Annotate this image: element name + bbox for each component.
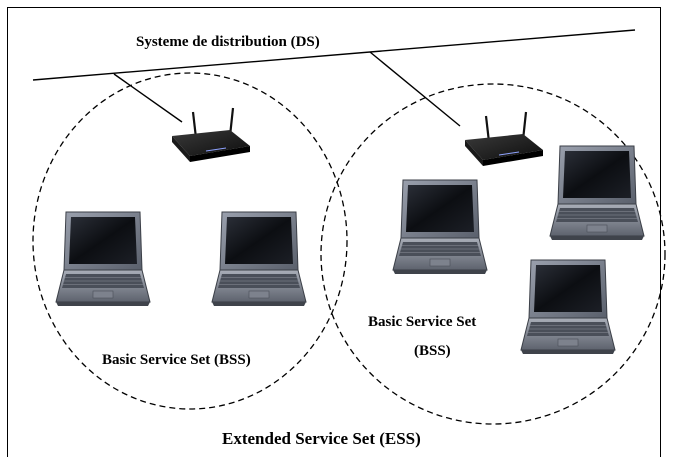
laptop-icon xyxy=(55,211,151,307)
laptop-icon xyxy=(549,145,645,241)
bss-right-label-line1: Basic Service Set xyxy=(368,314,477,330)
bss-right-boundary xyxy=(320,83,666,425)
ess-label: Extended Service Set (ESS) xyxy=(222,429,421,448)
access-point-left-icon xyxy=(170,106,252,164)
bss-left-boundary xyxy=(32,72,348,410)
diagram-frame xyxy=(7,7,661,457)
laptop-icon xyxy=(211,211,307,307)
ds-link-right xyxy=(369,51,461,127)
ds-link-left xyxy=(113,73,183,123)
ds-label: Systeme de distribution (DS) xyxy=(136,34,320,50)
bss-left-label: Basic Service Set (BSS) xyxy=(102,352,251,368)
access-point-right-icon xyxy=(463,110,545,168)
laptop-icon xyxy=(520,259,616,355)
laptop-icon xyxy=(392,179,488,275)
bss-right-label-line2: (BSS) xyxy=(414,343,451,359)
ds-backbone-line xyxy=(32,29,636,81)
